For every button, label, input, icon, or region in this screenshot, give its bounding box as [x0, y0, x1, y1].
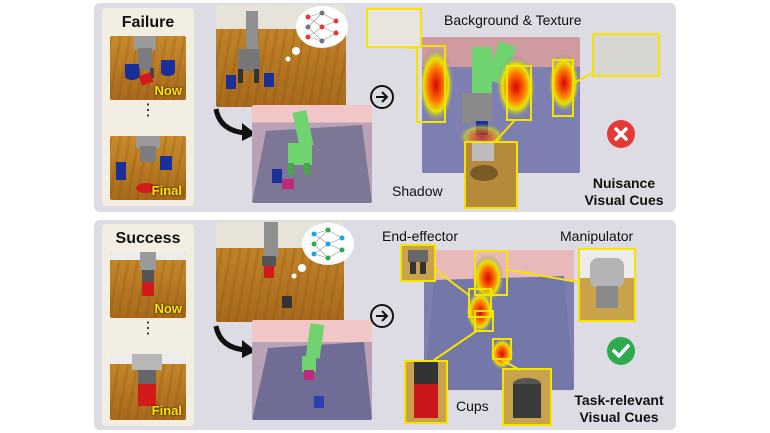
neural-network-thought-icon: [285, 6, 348, 62]
highlight-box-floor: [506, 65, 532, 121]
texture-zoom-left: [366, 8, 422, 48]
shadow-zoom: [464, 141, 518, 209]
next-arrow-icon: [370, 304, 394, 328]
next-arrow-icon: [370, 85, 394, 109]
highlight-box-end-effector: [468, 288, 492, 318]
now-label: Now: [154, 301, 182, 316]
callout-lines: [401, 46, 593, 144]
highlight-box-right-wall: [552, 59, 574, 117]
target-cup-zoom: [502, 368, 552, 426]
highlight-box-left-wall: [416, 45, 446, 123]
highlight-box-target-cup: [492, 338, 512, 360]
verdict-line-2: Visual Cues: [579, 409, 659, 425]
manipulator-zoom: [578, 248, 636, 322]
failure-final-frame: Final: [110, 136, 186, 200]
end-effector-zoom: [400, 244, 436, 282]
highlight-box-held-cup: [474, 310, 494, 332]
success-attention-map: [424, 250, 574, 390]
target-cup-zoom-image: [504, 370, 550, 424]
held-cup-zoom-image: [406, 362, 446, 422]
success-raw-scene: [216, 222, 344, 322]
now-label: Now: [154, 83, 182, 98]
cups-caption: Cups: [456, 398, 489, 414]
final-label: Final: [151, 403, 182, 418]
robot-final-image: [110, 354, 186, 406]
failure-title: Failure: [121, 14, 175, 31]
neural-network-thought-icon: [291, 223, 354, 279]
background-texture-caption: Background & Texture: [444, 12, 582, 28]
failure-segmented-scene: [252, 105, 372, 203]
end-effector-caption: End-effector: [382, 228, 459, 244]
segmented-robot-image: [252, 323, 372, 420]
attention-heatmap-image: [424, 250, 574, 390]
shadow-caption: Shadow: [392, 183, 443, 199]
success-filmstrip: Success Now ⋮ Final: [102, 224, 194, 426]
callout-lines: [433, 269, 579, 371]
failure-panel: Failure Now ⋮ F: [94, 3, 676, 212]
curved-arrow-icon: [213, 325, 256, 358]
verdict-line-1: Nuisance: [592, 175, 656, 191]
success-final-frame: Final: [110, 354, 186, 420]
end-effector-zoom-image: [402, 246, 434, 280]
curved-arrow-icon: [213, 108, 256, 141]
nuisance-verdict: Nuisance Visual Cues: [574, 175, 674, 209]
check-icon: [606, 336, 636, 366]
success-title: Success: [115, 230, 181, 247]
manipulator-zoom-image: [580, 250, 634, 320]
shadow-zoom-image: [466, 143, 516, 207]
robot-now-image: [110, 252, 186, 296]
success-now-frame: Now: [110, 252, 186, 318]
failure-now-frame: Now: [110, 36, 186, 100]
success-segmented-scene: [252, 320, 372, 420]
final-label: Final: [151, 183, 182, 198]
manipulator-caption: Manipulator: [560, 228, 634, 244]
cross-icon: [606, 119, 636, 149]
texture-zoom-right: [592, 33, 660, 77]
success-panel: Success Now ⋮ Final: [94, 220, 676, 430]
failure-filmstrip: Failure Now ⋮ F: [102, 8, 194, 206]
robot-now-image: [125, 36, 175, 86]
robot-final-image: [116, 136, 172, 193]
verdict-line-1: Task-relevant: [574, 392, 664, 408]
held-cup-zoom: [404, 360, 448, 424]
task-relevant-verdict: Task-relevant Visual Cues: [564, 392, 674, 426]
verdict-line-2: Visual Cues: [584, 192, 664, 208]
segmented-robot-image: [252, 109, 372, 203]
